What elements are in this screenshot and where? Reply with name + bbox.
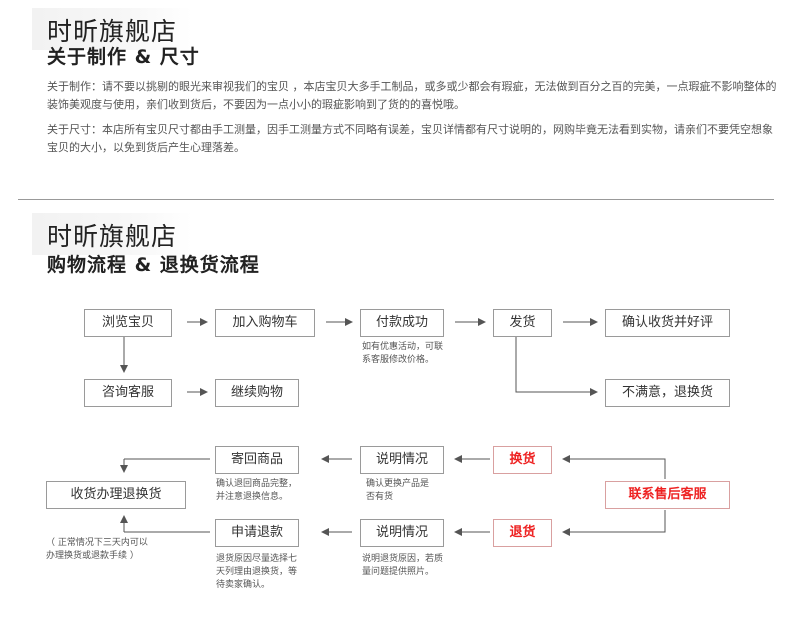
note-line: 说明退货原因，若质 — [362, 554, 444, 564]
step-pay: 付款成功 — [360, 309, 444, 337]
note-line: 确认更换产品是 — [366, 479, 430, 489]
step-continue: 继续购物 — [215, 379, 299, 407]
size-paragraph: 关于尺寸：本店所有宝贝尺寸都由手工测量，因手工测量方式不同略有误差，宝贝详情都有… — [47, 123, 773, 154]
section-divider — [18, 199, 774, 200]
arrow-aftersales-to-exchange — [562, 455, 666, 479]
note-line: 确认退回商品完整， — [216, 479, 298, 489]
section-heading-production: 关于制作 & 尺寸 — [47, 46, 200, 68]
section-heading-flow: 购物流程 & 退换货流程 — [47, 254, 260, 276]
step-after-sales: 联系售后客服 — [605, 481, 730, 509]
note-apply: 退货原因尽量选择七 天列理由退换货，等 待卖家确认。 — [216, 553, 297, 592]
note-pay: 如有优惠活动，可联 系客服修改价格。 — [362, 341, 443, 367]
note-line: 并注意退换信息。 — [216, 492, 289, 502]
arrow-ship-to-unsatisfied — [515, 337, 598, 396]
note-line: 退货原因尽量选择七 — [216, 554, 298, 564]
step-ship: 发货 — [493, 309, 552, 337]
note-exchange: 确认更换产品是 否有货 — [366, 478, 429, 504]
note-line: 量问题提供照片。 — [362, 567, 435, 577]
step-refund: 退货 — [493, 519, 552, 547]
brand-tab-background — [32, 213, 192, 255]
step-add-cart: 加入购物车 — [215, 309, 315, 337]
note-normal: （ 正常情况下三天内可以 办理换货或退款手续 ） — [46, 537, 148, 563]
brand-tab-background — [32, 8, 192, 50]
step-apply-refund: 申请退款 — [215, 519, 299, 547]
note-send-back: 确认退回商品完整， 并注意退换信息。 — [216, 478, 297, 504]
note-line: （ 正常情况下三天内可以 — [46, 538, 148, 548]
step-unsatisfied: 不满意，退换货 — [605, 379, 730, 407]
step-confirm: 确认收货并好评 — [605, 309, 730, 337]
arrow-aftersales-to-refund — [562, 510, 666, 536]
brand-name: 时昕旗舰店 — [47, 222, 178, 251]
step-explain-refund: 说明情况 — [360, 519, 444, 547]
note-line: 天列理由退换货，等 — [216, 567, 298, 577]
note-line: 待卖家确认。 — [216, 580, 271, 590]
note-line: 如有优惠活动，可联 — [362, 342, 444, 352]
step-receive-refund: 收货办理退换货 — [46, 481, 186, 509]
note-line: 办理换货或退款手续 ） — [46, 551, 139, 561]
note-line: 系客服修改价格。 — [362, 355, 435, 365]
step-consult: 咨询客服 — [84, 379, 172, 407]
note-line: 否有货 — [366, 492, 394, 502]
note-reason: 说明退货原因，若质 量问题提供照片。 — [362, 553, 443, 579]
production-paragraph: 关于制作：请不要以挑剔的眼光来审视我们的宝贝 ，本店宝贝大多手工制品，或多或少都… — [47, 80, 777, 111]
step-explain-exchange: 说明情况 — [360, 446, 444, 474]
brand-name: 时昕旗舰店 — [47, 17, 178, 46]
step-browse: 浏览宝贝 — [84, 309, 172, 337]
step-send-back: 寄回商品 — [215, 446, 299, 474]
step-exchange: 换货 — [493, 446, 552, 474]
